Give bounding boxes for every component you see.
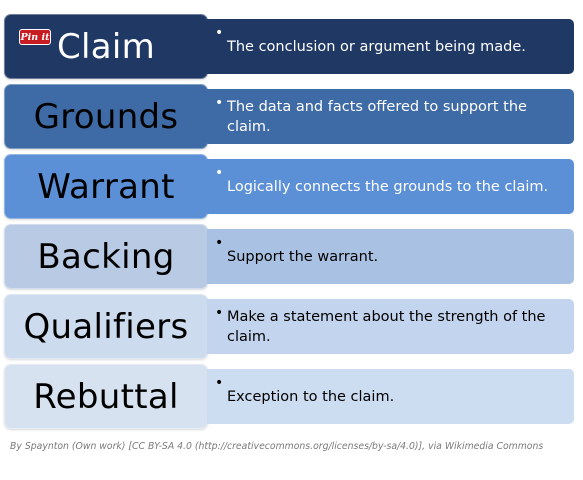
description-text: Support the warrant. [227, 248, 379, 265]
pinit-button[interactable]: Pin it [19, 29, 51, 45]
description-text: The data and facts offered to support th… [227, 98, 527, 135]
term-label: Warrant [37, 166, 175, 207]
pinit-label: Pin it [20, 31, 50, 43]
row-rebuttal: Rebuttal • Exception to the claim. [4, 364, 574, 429]
term-label: Claim [56, 26, 156, 67]
bullet-icon: • [215, 95, 224, 111]
term-box: Claim [4, 14, 208, 79]
description-text: Exception to the claim. [227, 388, 395, 405]
term-label: Backing [37, 236, 175, 277]
bullet-icon: • [215, 165, 224, 181]
term-box: Rebuttal [4, 364, 208, 429]
row-grounds: Grounds • The data and facts offered to … [4, 84, 574, 149]
description-text: Logically connects the grounds to the cl… [227, 178, 549, 195]
description-box: • The data and facts offered to support … [207, 89, 574, 144]
description-box: • Logically connects the grounds to the … [207, 159, 574, 214]
bullet-icon: • [215, 375, 224, 391]
row-claim: Claim • The conclusion or argument being… [4, 14, 574, 79]
description-box: • The conclusion or argument being made. [207, 19, 574, 74]
description-box: • Exception to the claim. [207, 369, 574, 424]
bullet-icon: • [215, 25, 224, 41]
row-qualifiers: Qualifiers • Make a statement about the … [4, 294, 574, 359]
term-label: Qualifiers [23, 306, 189, 347]
term-box: Backing [4, 224, 208, 289]
row-backing: Backing • Support the warrant. [4, 224, 574, 289]
bullet-icon: • [215, 305, 224, 321]
term-box: Qualifiers [4, 294, 208, 359]
term-label: Rebuttal [33, 376, 179, 417]
description-text: The conclusion or argument being made. [227, 38, 526, 55]
bullet-icon: • [215, 235, 224, 251]
term-label: Grounds [33, 96, 179, 137]
attribution-caption: By Spaynton (Own work) [CC BY-SA 4.0 (ht… [10, 441, 544, 452]
description-box: • Support the warrant. [207, 229, 574, 284]
description-text: Make a statement about the strength of t… [227, 308, 546, 345]
term-box: Grounds [4, 84, 208, 149]
term-box: Warrant [4, 154, 208, 219]
row-warrant: Warrant • Logically connects the grounds… [4, 154, 574, 219]
description-box: • Make a statement about the strength of… [207, 299, 574, 354]
